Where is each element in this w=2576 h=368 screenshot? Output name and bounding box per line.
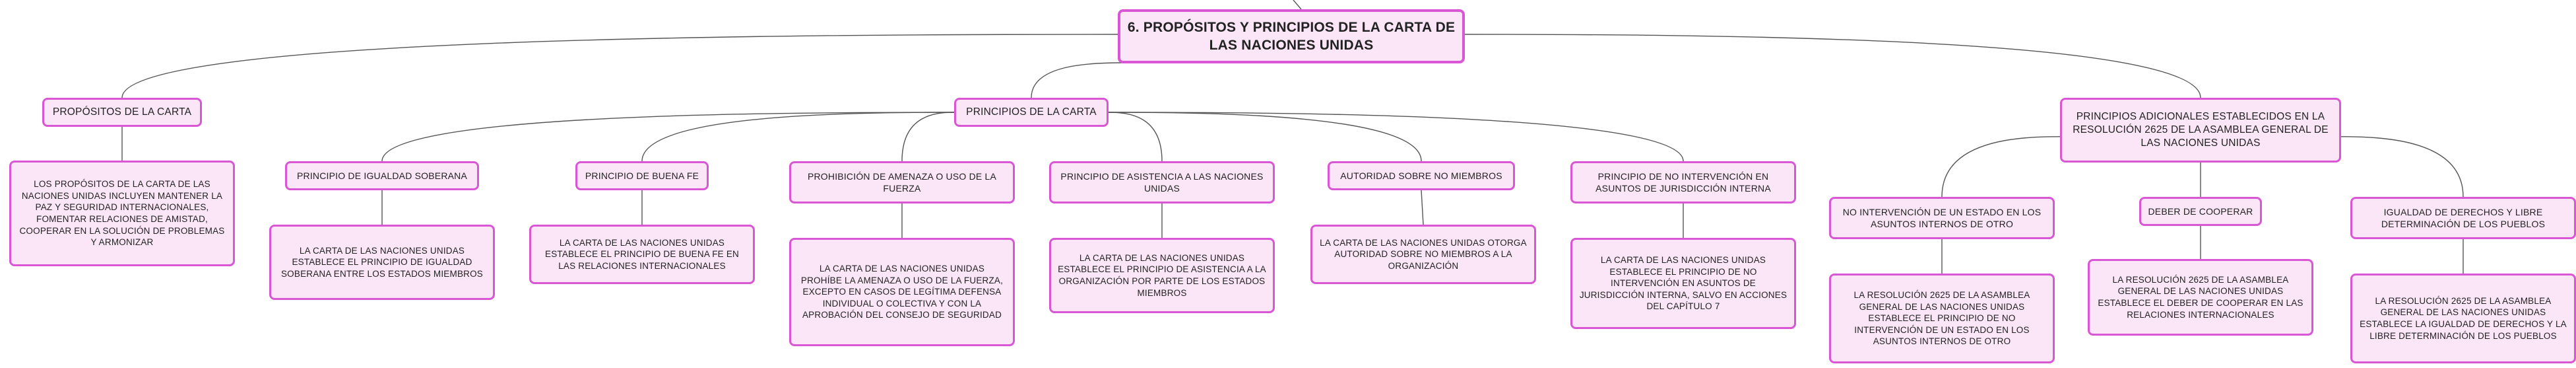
- connector-root-adicionales: [1464, 34, 2201, 98]
- topic-propositos[interactable]: PROPÓSITOS DE LA CARTA: [42, 98, 202, 127]
- principle-prohibicion-fuerza-label: PROHIBICIÓN DE AMENAZA O USO DE LA FUERZ…: [807, 170, 997, 194]
- connector-root-principios: [1031, 62, 1122, 98]
- principle-no-intervencion[interactable]: PRINCIPIO DE NO INTERVENCIÓN EN ASUNTOS …: [1570, 161, 1796, 203]
- principle-autoridad-no-miembros[interactable]: AUTORIDAD SOBRE NO MIEMBROS: [1328, 161, 1515, 190]
- detail-buena-fe[interactable]: LA CARTA DE LAS NACIONES UNIDAS ESTABLEC…: [529, 225, 755, 284]
- detail-additional-deber-cooperar-text: LA RESOLUCIÓN 2625 DE LA ASAMBLEA GENERA…: [2098, 274, 2303, 320]
- connector-root-stub: [1293, 0, 1302, 10]
- topic-principios-label: PRINCIPIOS DE LA CARTA: [966, 106, 1097, 118]
- detail-additional-no-intervencion-text: LA RESOLUCIÓN 2625 DE LA ASAMBLEA GENERA…: [1853, 290, 2030, 347]
- connector-principios-child-2: [901, 112, 955, 162]
- connector-principios-child-4: [1108, 112, 1422, 162]
- detail-additional-libre-determinacion[interactable]: LA RESOLUCIÓN 2625 DE LA ASAMBLEA GENERA…: [2350, 274, 2576, 363]
- principle-autoridad-no-miembros-label: AUTORIDAD SOBRE NO MIEMBROS: [1340, 170, 1502, 181]
- detail-buena-fe-text: LA CARTA DE LAS NACIONES UNIDAS ESTABLEC…: [545, 237, 739, 271]
- detail-additional-no-intervencion[interactable]: LA RESOLUCIÓN 2625 DE LA ASAMBLEA GENERA…: [1829, 274, 2055, 363]
- detail-additional-libre-determinacion-text: LA RESOLUCIÓN 2625 DE LA ASAMBLEA GENERA…: [2360, 295, 2567, 341]
- principle-igualdad-soberana-label: PRINCIPIO DE IGUALDAD SOBERANA: [296, 170, 468, 181]
- additional-no-intervencion[interactable]: NO INTERVENCIÓN DE UN ESTADO EN LOS ASUN…: [1829, 197, 2055, 239]
- topic-principios[interactable]: PRINCIPIOS DE LA CARTA: [954, 98, 1109, 127]
- detail-autoridad-no-miembros-text: LA CARTA DE LAS NACIONES UNIDAS OTORGA A…: [1320, 237, 1527, 271]
- additional-libre-determinacion[interactable]: IGUALDAD DE DERECHOS Y LIBRE DETERMINACI…: [2350, 197, 2576, 239]
- topic-propositos-label: PROPÓSITOS DE LA CARTA: [52, 106, 192, 118]
- detail-prohibicion-fuerza-text: LA CARTA DE LAS NACIONES UNIDAS PROHÍBE …: [800, 264, 1004, 320]
- detail-asistencia-text: LA CARTA DE LAS NACIONES UNIDAS ESTABLEC…: [1058, 252, 1266, 298]
- connector-adicionales-child-2: [2340, 136, 2464, 198]
- topic-principios-adicionales-label: PRINCIPIOS ADICIONALES ESTABLECIDOS EN L…: [2073, 110, 2329, 149]
- connector-principios-child-0: [381, 112, 955, 162]
- detail-prohibicion-fuerza[interactable]: LA CARTA DE LAS NACIONES UNIDAS PROHÍBE …: [789, 238, 1015, 346]
- connector-principios-child-3: [1108, 112, 1163, 162]
- principle-asistencia[interactable]: PRINCIPIO DE ASISTENCIA A LAS NACIONES U…: [1049, 161, 1275, 203]
- detail-propositos-text: LOS PROPÓSITOS DE LA CARTA DE LAS NACION…: [19, 179, 225, 248]
- root-topic-label: 6. PROPÓSITOS Y PRINCIPIOS DE LA CARTA D…: [1127, 19, 1456, 53]
- additional-no-intervencion-label: NO INTERVENCIÓN DE UN ESTADO EN LOS ASUN…: [1842, 206, 2042, 229]
- principle-prohibicion-fuerza[interactable]: PROHIBICIÓN DE AMENAZA O USO DE LA FUERZ…: [789, 161, 1015, 203]
- additional-deber-cooperar-label: DEBER DE COOPERAR: [2148, 205, 2253, 217]
- additional-deber-cooperar[interactable]: DEBER DE COOPERAR: [2139, 197, 2262, 226]
- detail-asistencia[interactable]: LA CARTA DE LAS NACIONES UNIDAS ESTABLEC…: [1049, 238, 1275, 313]
- connector-principios-child-1: [641, 112, 955, 162]
- detail-no-intervencion-text: LA CARTA DE LAS NACIONES UNIDAS ESTABLEC…: [1579, 255, 1787, 312]
- principle-no-intervencion-label: PRINCIPIO DE NO INTERVENCIÓN EN ASUNTOS …: [1595, 170, 1771, 194]
- detail-propositos[interactable]: LOS PROPÓSITOS DE LA CARTA DE LAS NACION…: [9, 161, 235, 266]
- connector-adicionales-child-0: [1941, 136, 2061, 198]
- detail-igualdad-soberana-text: LA CARTA DE LAS NACIONES UNIDAS ESTABLEC…: [280, 245, 484, 279]
- connector-root-propositos: [121, 34, 1118, 98]
- connector-principle-detail-4: [1421, 190, 1424, 225]
- detail-additional-deber-cooperar[interactable]: LA RESOLUCIÓN 2625 DE LA ASAMBLEA GENERA…: [2088, 259, 2313, 336]
- principle-buena-fe-label: PRINCIPIO DE BUENA FE: [585, 170, 699, 181]
- detail-autoridad-no-miembros[interactable]: LA CARTA DE LAS NACIONES UNIDAS OTORGA A…: [1310, 225, 1536, 284]
- principle-igualdad-soberana[interactable]: PRINCIPIO DE IGUALDAD SOBERANA: [285, 161, 479, 190]
- principle-asistencia-label: PRINCIPIO DE ASISTENCIA A LAS NACIONES U…: [1060, 170, 1264, 194]
- principle-buena-fe[interactable]: PRINCIPIO DE BUENA FE: [575, 161, 709, 190]
- root-topic[interactable]: 6. PROPÓSITOS Y PRINCIPIOS DE LA CARTA D…: [1118, 9, 1465, 63]
- additional-libre-determinacion-label: IGUALDAD DE DERECHOS Y LIBRE DETERMINACI…: [2381, 206, 2546, 229]
- topic-principios-adicionales[interactable]: PRINCIPIOS ADICIONALES ESTABLECIDOS EN L…: [2060, 98, 2341, 163]
- detail-igualdad-soberana[interactable]: LA CARTA DE LAS NACIONES UNIDAS ESTABLEC…: [269, 225, 495, 300]
- connector-principios-child-5: [1108, 112, 1684, 162]
- detail-no-intervencion[interactable]: LA CARTA DE LAS NACIONES UNIDAS ESTABLEC…: [1570, 238, 1796, 329]
